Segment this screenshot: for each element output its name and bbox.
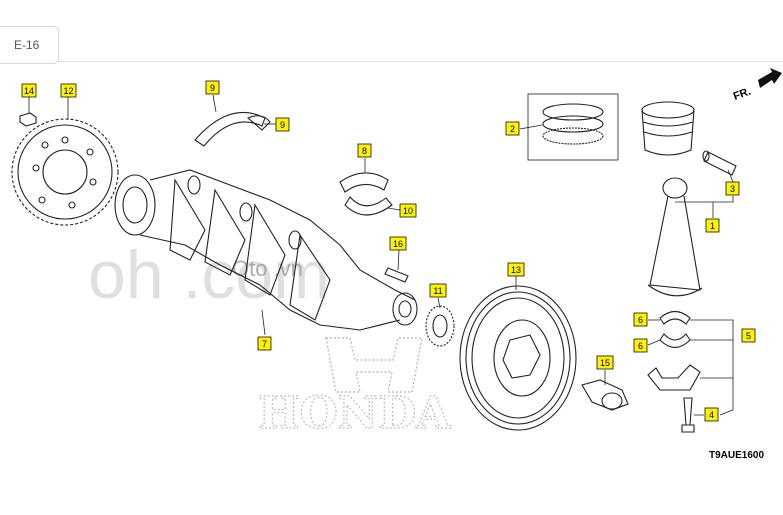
honda-wordmark: HONDA bbox=[258, 388, 451, 439]
crankshaft-part[interactable] bbox=[114, 169, 418, 331]
svg-text:3: 3 bbox=[730, 184, 735, 194]
rod-bearing-upper-part[interactable] bbox=[659, 310, 691, 325]
svg-text:5: 5 bbox=[746, 331, 751, 341]
thrust-washer-part[interactable] bbox=[194, 111, 271, 147]
callout-16[interactable]: 16 bbox=[389, 236, 407, 251]
callout-3[interactable]: 3 bbox=[725, 181, 740, 196]
callout-9-top[interactable]: 9 bbox=[205, 80, 220, 95]
connecting-rod-part[interactable] bbox=[647, 177, 703, 297]
svg-text:7: 7 bbox=[262, 339, 267, 349]
svg-text:12: 12 bbox=[63, 86, 73, 96]
svg-text:9: 9 bbox=[210, 83, 215, 93]
svg-text:13: 13 bbox=[511, 265, 521, 275]
front-direction-arrow: FR. bbox=[732, 68, 782, 103]
svg-text:1: 1 bbox=[710, 221, 715, 231]
woodruff-key-part[interactable] bbox=[384, 267, 409, 283]
leader-lines bbox=[28, 94, 734, 416]
svg-text:14: 14 bbox=[24, 86, 34, 96]
ring-gear-part[interactable] bbox=[11, 118, 119, 226]
crank-sprocket-part[interactable] bbox=[425, 305, 455, 347]
callout-13[interactable]: 13 bbox=[507, 262, 525, 277]
page-tab[interactable]: E-16 bbox=[0, 26, 59, 64]
rod-bolt-part[interactable] bbox=[681, 397, 695, 433]
callout-2[interactable]: 2 bbox=[505, 121, 520, 136]
callout-8[interactable]: 8 bbox=[357, 143, 372, 158]
watermark-main: oh .com bbox=[88, 237, 330, 313]
callout-6-lower[interactable]: 6 bbox=[633, 338, 648, 353]
piston-rings-part[interactable] bbox=[527, 93, 619, 161]
callout-9-side[interactable]: 9 bbox=[275, 117, 290, 132]
callout-10[interactable]: 10 bbox=[399, 203, 417, 218]
svg-text:2: 2 bbox=[510, 124, 515, 134]
svg-text:16: 16 bbox=[393, 239, 403, 249]
callout-14[interactable]: 14 bbox=[21, 83, 37, 98]
svg-text:8: 8 bbox=[362, 146, 367, 156]
callout-4[interactable]: 4 bbox=[704, 407, 719, 422]
callout-7[interactable]: 7 bbox=[257, 336, 272, 351]
callout-12[interactable]: 12 bbox=[60, 83, 77, 98]
pulley-bolt-part[interactable] bbox=[581, 379, 629, 411]
svg-text:9: 9 bbox=[280, 120, 285, 130]
svg-text:6: 6 bbox=[638, 341, 643, 351]
main-bearing-lower-part[interactable] bbox=[344, 196, 393, 216]
front-marker-text: FR. bbox=[732, 86, 753, 103]
piston-pin-part[interactable] bbox=[702, 150, 737, 176]
header-divider bbox=[58, 61, 783, 62]
flexplate-bolt-part[interactable] bbox=[19, 112, 37, 127]
piston-part[interactable] bbox=[641, 101, 695, 156]
main-bearing-upper-part[interactable] bbox=[339, 172, 389, 193]
svg-text:10: 10 bbox=[403, 206, 413, 216]
svg-text:15: 15 bbox=[600, 358, 610, 368]
svg-text:11: 11 bbox=[433, 286, 442, 296]
callout-1[interactable]: 1 bbox=[705, 218, 720, 233]
rod-cap-part[interactable] bbox=[647, 364, 701, 391]
callout-11[interactable]: 11 bbox=[429, 283, 447, 298]
rod-bearing-lower-part[interactable] bbox=[659, 333, 691, 349]
crank-pulley-part[interactable] bbox=[459, 285, 577, 431]
page-tab-label: E-16 bbox=[14, 38, 40, 52]
honda-logo: HONDA bbox=[257, 337, 452, 440]
watermark-site: Oto .vn bbox=[232, 256, 303, 281]
svg-text:6: 6 bbox=[638, 315, 643, 325]
callout-6-upper[interactable]: 6 bbox=[633, 312, 648, 327]
callout-15[interactable]: 15 bbox=[596, 355, 614, 370]
svg-text:4: 4 bbox=[709, 410, 714, 420]
callout-5[interactable]: 5 bbox=[741, 328, 756, 343]
diagram-code: T9AUE1600 bbox=[709, 450, 764, 461]
